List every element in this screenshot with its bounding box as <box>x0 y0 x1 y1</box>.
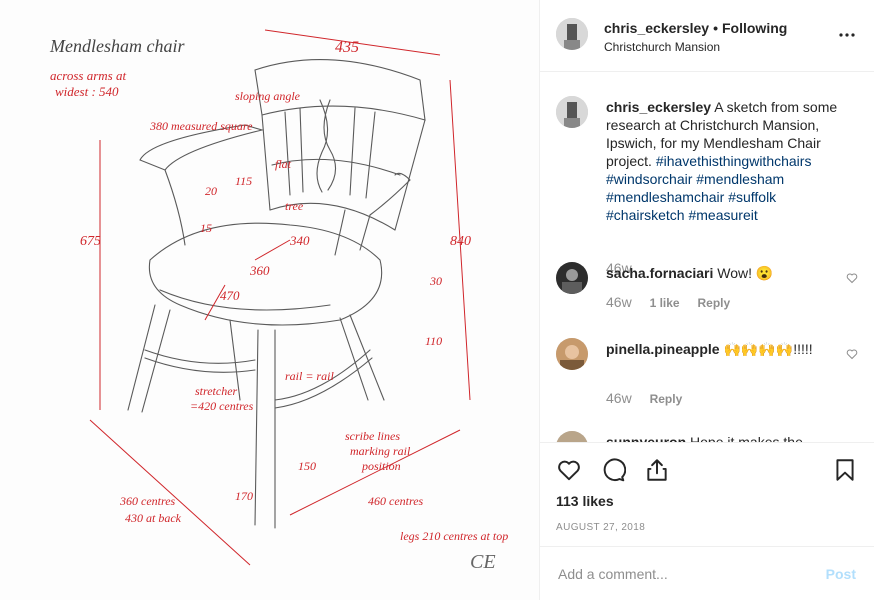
comment-icon[interactable] <box>600 457 626 483</box>
like-comment-icon[interactable] <box>846 272 858 284</box>
hashtag[interactable]: #chairsketch <box>606 207 685 223</box>
comment-body: 🙌🙌🙌🙌!!!!! <box>723 341 813 357</box>
dim-30: 30 <box>429 274 442 288</box>
share-icon[interactable] <box>644 457 670 483</box>
commenter-avatar[interactable] <box>556 338 588 370</box>
hashtag[interactable]: #suffolk <box>728 189 777 205</box>
post-header: chris_eckersley•Following Christchurch M… <box>540 0 874 72</box>
caption-time[interactable]: 46w <box>606 260 632 276</box>
note-scribe-1: scribe lines <box>345 429 400 443</box>
hashtag[interactable]: #mendlesham <box>696 171 785 187</box>
bookmark-icon[interactable] <box>832 457 858 483</box>
comment-time[interactable]: 46w <box>606 390 632 406</box>
note-arms: across arms at <box>50 68 126 83</box>
chair-drawing <box>127 59 426 529</box>
note-scribe-2: marking rail <box>350 444 411 458</box>
comment-time[interactable]: 46w <box>606 294 632 310</box>
hashtag[interactable]: #ihavethisthingwithchairs <box>655 153 812 169</box>
dim-seat-15: 15 <box>200 221 212 235</box>
post-actions: 113 likes AUGUST 27, 2018 Post <box>540 442 874 600</box>
comment-username[interactable]: sacha.fornaciari <box>606 265 714 281</box>
comment-username[interactable]: pinella.pineapple <box>606 341 720 357</box>
post-image[interactable]: Mendlesham chair across arms at widest :… <box>0 0 540 600</box>
note-centres-360: 360 centres <box>119 494 176 508</box>
post-location[interactable]: Christchurch Mansion <box>604 40 721 54</box>
reply-button[interactable]: Reply <box>649 392 683 406</box>
comment-text: sunnyeuron Hope it makes the <box>606 433 856 442</box>
dim-110: 110 <box>425 334 442 348</box>
commenter-avatar[interactable] <box>556 262 588 294</box>
comments-list[interactable]: chris_eckersley A sketch from some resea… <box>540 72 874 442</box>
like-comment-icon[interactable] <box>846 348 858 360</box>
dim-170: 170 <box>235 489 253 503</box>
hashtag[interactable]: #measureit <box>688 207 758 223</box>
note-stretcher: stretcher <box>195 384 238 398</box>
comment-meta: 46w 1 like Reply <box>606 294 744 310</box>
sketch-title: Mendlesham chair <box>49 36 185 56</box>
dim-seat-340: 340 <box>289 233 310 248</box>
artist-signature: CE <box>470 551 496 573</box>
follow-status[interactable]: Following <box>722 20 788 36</box>
dim-left-height: 675 <box>80 234 101 249</box>
comment-text: sacha.fornaciari Wow! 😮 <box>606 264 856 282</box>
avatar-image <box>556 96 588 128</box>
post-sidebar: chris_eckersley•Following Christchurch M… <box>540 0 874 600</box>
dim-seat-470: 470 <box>220 288 240 303</box>
comment-meta: 46w Reply <box>606 390 696 406</box>
comment-username[interactable]: sunnyeuron <box>606 434 687 442</box>
chair-sketch: Mendlesham chair across arms at widest :… <box>49 29 509 573</box>
dim-115: 115 <box>235 174 252 188</box>
note-flat: flat <box>275 157 292 171</box>
dim-top-width: 435 <box>335 39 359 56</box>
avatar-image <box>556 338 588 370</box>
caption-text: chris_eckersley A sketch from some resea… <box>606 98 856 224</box>
dim-seat-360: 360 <box>249 263 270 278</box>
avatar-image <box>556 18 588 50</box>
note-back-430: 430 at back <box>125 511 182 525</box>
annotation-lines <box>89 29 471 566</box>
note-legs-210: legs 210 centres at top <box>400 529 508 543</box>
hashtag[interactable]: #windsorchair <box>606 171 693 187</box>
note-square: 380 measured square <box>149 119 253 133</box>
dim-20: 20 <box>205 184 217 198</box>
caption-body: A sketch from some research at Christchu… <box>606 99 838 169</box>
post-date[interactable]: AUGUST 27, 2018 <box>556 522 646 533</box>
comment-likes[interactable]: 1 like <box>649 296 680 310</box>
avatar-image <box>556 431 588 442</box>
caption-avatar[interactable] <box>556 96 588 128</box>
note-stretcher-val: =420 centres <box>190 399 254 413</box>
note-centres-460: 460 centres <box>368 494 424 508</box>
commenter-avatar[interactable] <box>556 431 588 442</box>
more-horizontal-icon[interactable] <box>838 26 856 44</box>
note-widest: widest : 540 <box>55 84 119 99</box>
comment-body: Wow! 😮 <box>717 265 774 281</box>
comment-text: pinella.pineapple 🙌🙌🙌🙌!!!!! <box>606 340 856 358</box>
hashtag[interactable]: #mendleshamchair <box>606 189 725 205</box>
likes-count[interactable]: 113 likes <box>556 493 614 509</box>
post-button[interactable]: Post <box>825 566 856 582</box>
add-comment-bar: Post <box>540 546 874 601</box>
note-sloping: sloping angle <box>235 89 301 103</box>
separator-dot: • <box>713 20 718 36</box>
note-rail: rail = rail <box>285 369 334 383</box>
avatar-image <box>556 262 588 294</box>
author-username[interactable]: chris_eckersley <box>604 20 710 36</box>
dim-right-height: 840 <box>450 234 471 249</box>
dim-150: 150 <box>298 459 316 473</box>
note-scribe-3: position <box>361 459 401 473</box>
heart-icon[interactable] <box>556 457 582 483</box>
reply-button[interactable]: Reply <box>697 296 731 310</box>
caption-meta: 46w <box>606 260 646 276</box>
comment-input[interactable] <box>556 561 810 587</box>
author-avatar[interactable] <box>556 18 588 50</box>
comment-body: Hope it makes the <box>690 434 803 442</box>
note-tree: tree <box>285 199 304 213</box>
caption-username[interactable]: chris_eckersley <box>606 99 712 115</box>
